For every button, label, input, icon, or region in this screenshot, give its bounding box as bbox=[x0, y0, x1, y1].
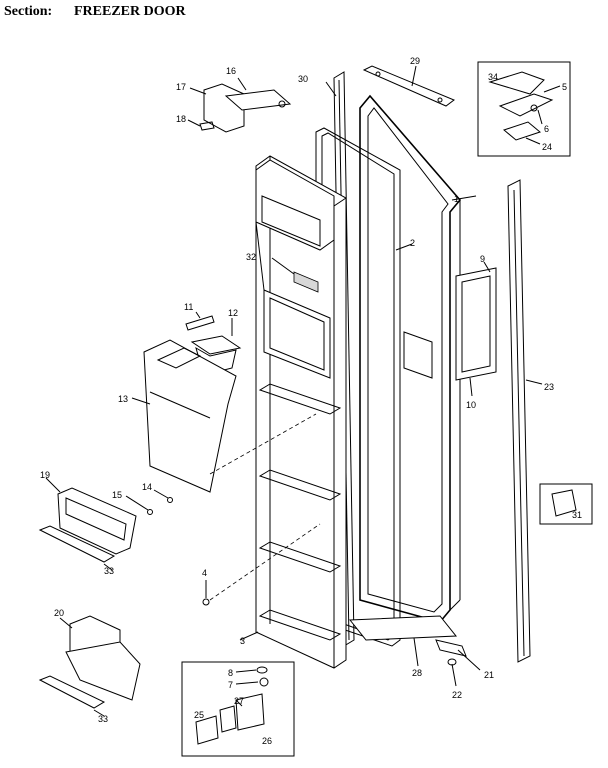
part-13-cover bbox=[131, 339, 317, 493]
callout-5: 5 bbox=[562, 82, 567, 92]
callout-25: 25 bbox=[194, 710, 204, 720]
section-label: Section: bbox=[4, 4, 53, 19]
callout-17: 17 bbox=[176, 82, 186, 92]
callout-28: 28 bbox=[412, 668, 422, 678]
callout-11: 11 bbox=[184, 302, 193, 312]
callout-7: 7 bbox=[228, 680, 233, 690]
callout-22: 22 bbox=[452, 690, 462, 700]
part-16-17-18-mechanism bbox=[187, 77, 292, 133]
callout-19: 19 bbox=[40, 470, 50, 480]
part-19-bin bbox=[45, 477, 137, 555]
callout-4: 4 bbox=[202, 568, 207, 578]
callout-32: 32 bbox=[246, 252, 256, 262]
inset-box-upper-right bbox=[477, 61, 571, 157]
callout-14: 14 bbox=[142, 482, 152, 492]
callout-30: 30 bbox=[298, 74, 308, 84]
callout-9: 9 bbox=[480, 254, 485, 264]
callout-2: 2 bbox=[410, 238, 415, 248]
inset-box-part-31 bbox=[539, 483, 593, 525]
callout-20: 20 bbox=[54, 608, 64, 618]
callout-33-lower: 33 bbox=[98, 714, 108, 724]
part-1-door-liner bbox=[359, 94, 477, 623]
callout-15: 15 bbox=[112, 490, 122, 500]
part-10-bracket bbox=[403, 331, 473, 397]
callout-16: 16 bbox=[226, 66, 236, 76]
part-23-side-trim bbox=[507, 179, 543, 663]
part-14-15-screws bbox=[125, 489, 173, 515]
inset-box-bottom bbox=[181, 661, 295, 757]
callout-26: 26 bbox=[262, 736, 272, 746]
callout-12: 12 bbox=[228, 308, 238, 318]
part-32-label bbox=[271, 257, 319, 293]
dispenser-housing bbox=[255, 159, 335, 379]
part-33b-trim bbox=[38, 675, 106, 717]
callout-labels: 1 2 3 4 5 6 7 8 9 10 11 12 13 14 15 16 1… bbox=[40, 56, 582, 746]
callout-33-upper: 33 bbox=[104, 566, 114, 576]
callout-10: 10 bbox=[466, 400, 476, 410]
callout-6: 6 bbox=[544, 124, 549, 134]
part-3-inner-panel bbox=[239, 155, 347, 669]
callout-31: 31 bbox=[572, 510, 582, 520]
part-4-screw bbox=[202, 523, 321, 606]
part-33a-trim bbox=[38, 525, 116, 571]
callout-34: 34 bbox=[488, 72, 498, 82]
part-11-rod bbox=[185, 311, 215, 331]
part-20-bin bbox=[59, 615, 141, 701]
callout-23: 23 bbox=[544, 382, 554, 392]
part-28-bottom-hinge bbox=[348, 615, 458, 667]
callout-3: 3 bbox=[240, 636, 245, 646]
part-9-plate bbox=[455, 261, 497, 381]
callout-13: 13 bbox=[118, 394, 128, 404]
callout-8: 8 bbox=[228, 668, 233, 678]
callout-27: 27 bbox=[234, 696, 244, 706]
part-29-top-strip bbox=[362, 65, 456, 107]
callout-24: 24 bbox=[542, 142, 552, 152]
callout-18: 18 bbox=[176, 114, 186, 124]
section-title: FREEZER DOOR bbox=[74, 4, 186, 19]
part-21-22-pins bbox=[435, 639, 481, 687]
callout-1: 1 bbox=[454, 194, 459, 204]
callout-29: 29 bbox=[410, 56, 420, 66]
callout-21: 21 bbox=[484, 670, 494, 680]
